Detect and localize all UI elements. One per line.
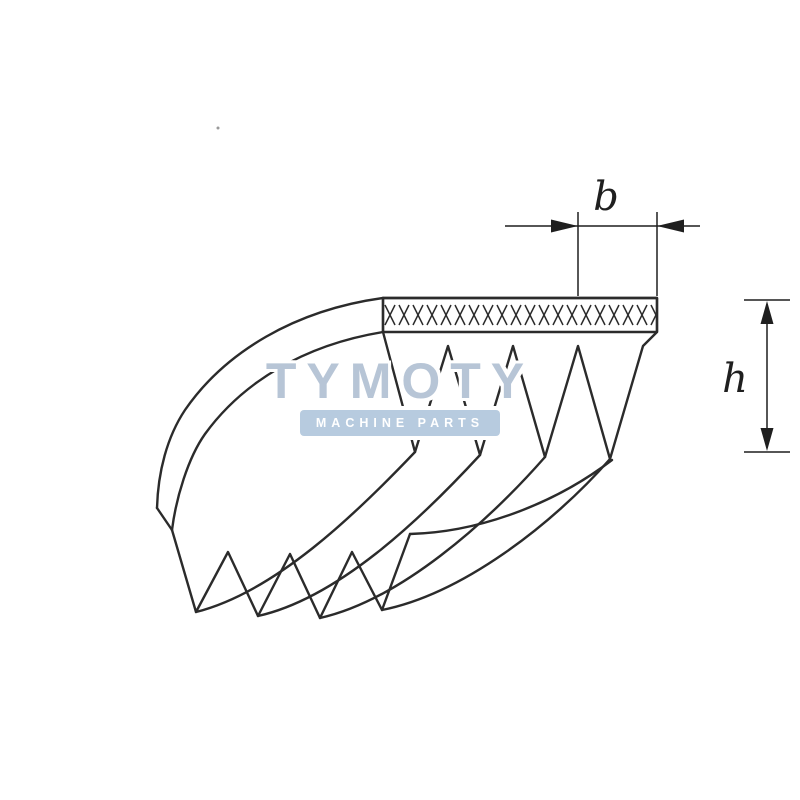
belt-left-edge: [155, 506, 174, 532]
dim-h-label: h: [722, 356, 748, 402]
belt-end-rib-profile: [170, 528, 412, 620]
rib-sweep-curve: [408, 458, 614, 536]
speck-artifact: [216, 126, 220, 130]
belt-inner-back-curve: [170, 330, 385, 532]
cord-hatch-band: [381, 296, 659, 334]
dim-h-arrow-down: [760, 428, 774, 451]
dimension-b: b: [505, 174, 700, 296]
rib-sweep-curve: [318, 455, 547, 620]
dim-b-arrow-left: [551, 219, 578, 233]
dim-h-arrow-up: [760, 301, 774, 324]
rib-length-curves: [194, 450, 614, 620]
dim-b-arrow-right: [657, 219, 684, 233]
belt-body: [155, 296, 659, 620]
rib-sweep-curve: [256, 453, 482, 618]
belt-outer-back-curve: [155, 296, 385, 510]
rib-sweep-curve: [194, 450, 417, 614]
dimension-h: h: [722, 299, 790, 453]
dim-b-label: b: [593, 174, 619, 220]
rib-sweep-curve: [380, 457, 612, 612]
